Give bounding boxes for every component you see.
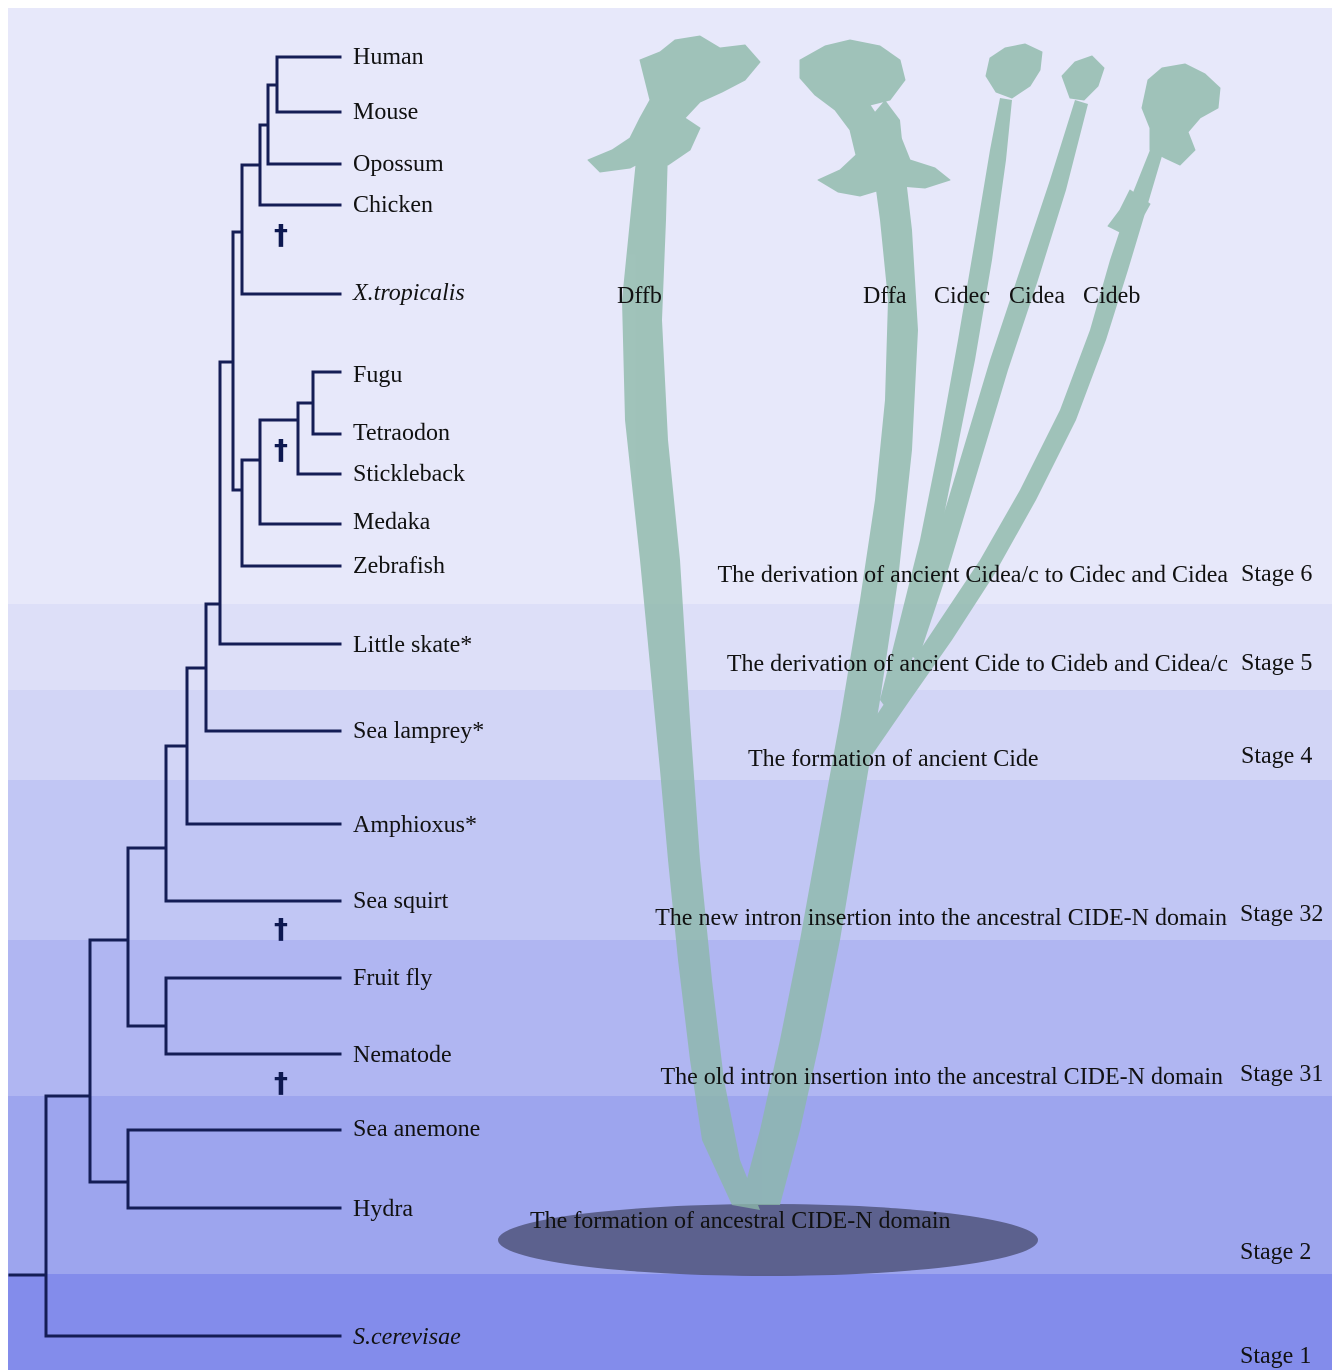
gene-label-cideb: Cideb (1083, 283, 1140, 309)
taxon-sea-squirt: Sea squirt (353, 888, 449, 914)
gene-label-cidec: Cidec (934, 283, 990, 309)
taxon-scerevisae: S.cerevisae (353, 1324, 461, 1350)
stage-label-6: Stage 6 (1241, 561, 1312, 587)
event-stage-31: The old intron insertion into the ancest… (660, 1064, 1223, 1090)
taxon-medaka: Medaka (353, 509, 431, 535)
taxon-little-skate: Little skate* (353, 632, 472, 658)
event-stage-6: The derivation of ancient Cidea/c to Cid… (718, 562, 1229, 588)
taxon-human: Human (353, 44, 424, 70)
taxon-amphioxus: Amphioxus* (353, 812, 477, 838)
gene-label-dffb: Dffb (617, 283, 662, 309)
gene-loss-marker-sea-squirt: † (274, 912, 288, 945)
event-stage-4: The formation of ancient Cide (748, 746, 1039, 772)
taxon-sea-anemone: Sea anemone (353, 1116, 480, 1142)
event-stage-2: The formation of ancestral CIDE-N domain (530, 1208, 951, 1234)
taxon-stickleback: Stickleback (353, 461, 465, 487)
stage-label-31: Stage 31 (1240, 1061, 1323, 1087)
stage-label-5: Stage 5 (1241, 650, 1312, 676)
taxon-fugu: Fugu (353, 362, 402, 388)
taxon-sea-lamprey: Sea lamprey* (353, 718, 484, 744)
taxon-fruit-fly: Fruit fly (353, 965, 432, 991)
taxon-chicken: Chicken (353, 192, 433, 218)
taxon-nematode: Nematode (353, 1042, 452, 1068)
taxon-mouse: Mouse (353, 99, 418, 125)
stage-label-32: Stage 32 (1240, 901, 1323, 927)
stage-label-2: Stage 2 (1240, 1239, 1311, 1265)
gene-loss-marker-fish: † (274, 433, 288, 466)
taxon-tetraodon: Tetraodon (353, 420, 450, 446)
event-stage-5: The derivation of ancient Cide to Cideb … (727, 651, 1228, 677)
gene-loss-marker-nematode: † (274, 1066, 288, 1099)
gene-loss-marker-birds: † (274, 218, 288, 251)
stage-label-1: Stage 1 (1240, 1343, 1311, 1369)
band-stage-1 (8, 1274, 1332, 1370)
stage-label-4: Stage 4 (1241, 743, 1312, 769)
event-stage-32: The new intron insertion into the ancest… (655, 905, 1227, 931)
taxon-xtropicalis: X.tropicalis (352, 280, 465, 306)
taxon-hydra: Hydra (353, 1196, 413, 1222)
taxon-opossum: Opossum (353, 151, 444, 177)
gene-label-cidea: Cidea (1009, 283, 1065, 309)
gene-label-dffa: Dffa (863, 283, 907, 309)
taxon-zebrafish: Zebrafish (353, 553, 445, 579)
